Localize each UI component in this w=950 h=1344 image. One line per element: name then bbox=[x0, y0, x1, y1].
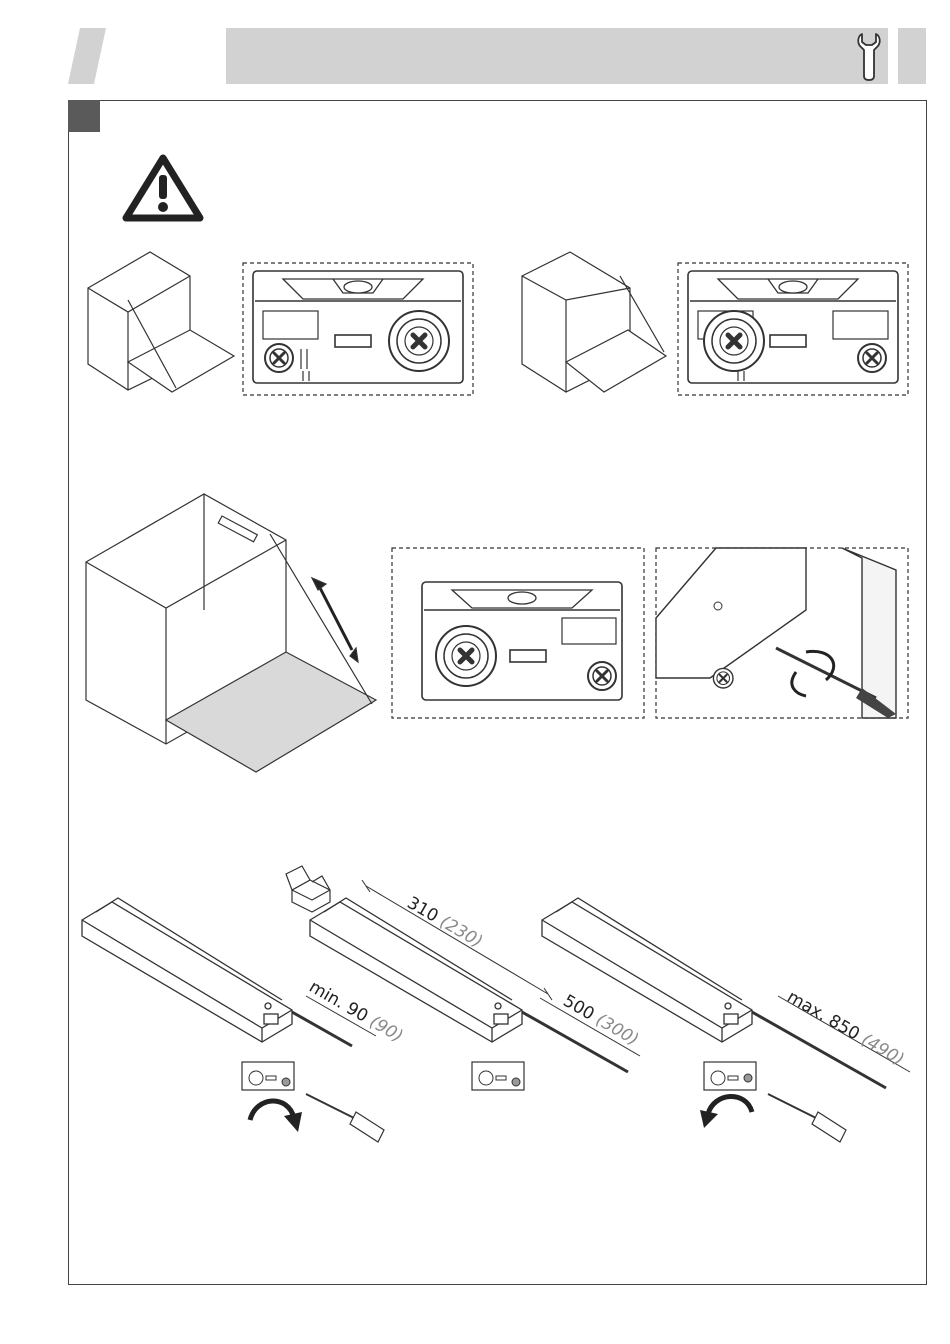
mini-hinge-1 bbox=[242, 1062, 294, 1090]
warning-triangle-icon bbox=[126, 158, 200, 218]
screwdriver-icon bbox=[306, 1094, 384, 1142]
rail-3 bbox=[542, 898, 886, 1088]
mini-hinge-3 bbox=[704, 1062, 756, 1090]
rail-1-dimension: min. 90 (90) bbox=[306, 977, 407, 1047]
cabinet-left-small bbox=[88, 252, 234, 392]
rail-3-dimension: max. 850 (490) bbox=[784, 987, 908, 1070]
cabinet-right-small bbox=[522, 252, 666, 392]
hinge-detail-middle bbox=[392, 548, 644, 718]
hinge-detail-right bbox=[678, 263, 908, 395]
rail-2-length: 310 (230) bbox=[404, 893, 486, 952]
box-icon bbox=[286, 866, 330, 912]
rotate-clockwise-icon bbox=[250, 1101, 302, 1132]
rotate-counterclockwise-icon bbox=[700, 1096, 752, 1128]
cabinet-large bbox=[86, 494, 376, 772]
screwdriver-detail bbox=[656, 548, 908, 718]
hinge-detail-left bbox=[243, 263, 473, 395]
screwdriver-icon-2 bbox=[768, 1094, 846, 1142]
mini-hinge-2 bbox=[472, 1062, 524, 1090]
